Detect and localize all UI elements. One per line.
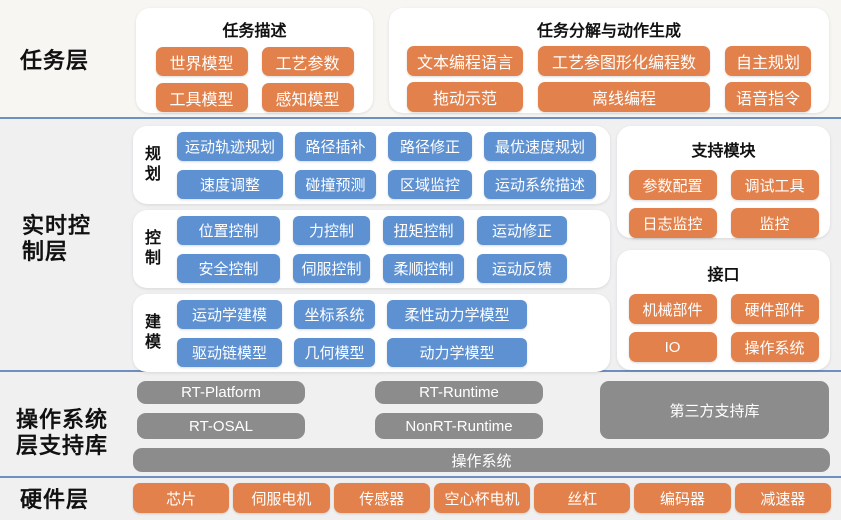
planning-title: 规划 [144,146,161,183]
task-description-title: 任务描述 [222,23,287,40]
layer-label-task: 任务层 [20,48,90,73]
os-box-nonrt-runtime: NonRT-Runtime [375,413,543,439]
layer-label-os-support: 操作系统层支持库 [16,407,109,458]
modeling-box: 坐标系统 [294,299,375,329]
support-box: 监控 [730,208,819,238]
task-gen-box: 离线编程 [538,82,710,112]
os-box-third-party-lib: 第三方支持库 [600,381,829,439]
panel-modeling: 建模 运动学建模 坐标系统 柔性动力学模型 驱动链模型 几何模型 动力学模型 [133,294,610,372]
layer-label-realtime-control: 实时控制层 [22,213,92,264]
panel-task-description: 任务描述 世界模型 工艺参数 工具模型 感知模型 [136,8,373,113]
panel-planning: 规划 运动轨迹规划 路径插补 路径修正 最优速度规划 速度调整 碰撞预测 区域监… [133,126,610,204]
control-box: 扭矩控制 [383,215,464,245]
interface-box: 硬件部件 [730,294,819,324]
modeling-box: 柔性动力学模型 [387,299,527,329]
task-decomposition-grid: 文本编程语言 工艺参图形化编程数 自主规划 拖动示范 离线编程 语音指令 [389,46,829,112]
support-modules-title: 支持模块 [691,143,756,160]
planning-box: 运动轨迹规划 [177,131,283,161]
hw-box: 传感器 [333,483,430,513]
modeling-box: 运动学建模 [177,299,282,329]
hw-box: 芯片 [133,483,230,513]
task-gen-box: 工艺参图形化编程数 [538,46,710,76]
planning-grid: 运动轨迹规划 路径插补 路径修正 最优速度规划 速度调整 碰撞预测 区域监控 运… [177,131,596,199]
support-modules-grid: 参数配置 调试工具 日志监控 监控 [617,170,830,238]
task-desc-box: 世界模型 [155,47,248,76]
hardware-row: 芯片 伺服电机 传感器 空心杯电机 丝杠 编码器 减速器 [133,483,831,513]
os-box-rt-platform: RT-Platform [137,381,305,404]
hw-box: 伺服电机 [233,483,330,513]
support-box: 调试工具 [730,170,819,200]
control-box: 位置控制 [177,215,280,245]
task-gen-box: 语音指令 [725,82,811,112]
modeling-title: 建模 [144,314,161,351]
interface-grid: 机械部件 硬件部件 IO 操作系统 [617,294,830,362]
planning-box: 速度调整 [177,169,283,199]
task-gen-box: 文本编程语言 [407,46,523,76]
task-decomposition-title: 任务分解与动作生成 [536,23,681,40]
os-box-rt-osal: RT-OSAL [137,413,305,439]
planning-box: 路径插补 [295,131,376,161]
planning-box: 路径修正 [388,131,472,161]
interface-box: 机械部件 [628,294,717,324]
layer-divider-1 [0,117,841,119]
modeling-box: 动力学模型 [387,337,527,367]
planning-box: 运动系统描述 [484,169,596,199]
support-box: 参数配置 [628,170,717,200]
task-gen-box: 自主规划 [725,46,811,76]
interface-box: IO [628,332,717,362]
task-desc-box: 工艺参数 [261,47,354,76]
interface-title: 接口 [707,267,740,284]
layer-label-hardware: 硬件层 [20,487,90,512]
support-box: 日志监控 [628,208,717,238]
planning-box: 区域监控 [388,169,472,199]
task-description-grid: 世界模型 工艺参数 工具模型 感知模型 [136,47,373,112]
control-grid: 位置控制 力控制 扭矩控制 运动修正 安全控制 伺服控制 柔顺控制 运动反馈 [177,215,567,283]
control-box: 伺服控制 [293,253,370,283]
modeling-box: 几何模型 [294,337,375,367]
hw-box: 丝杠 [534,483,631,513]
modeling-box: 驱动链模型 [177,337,282,367]
os-box-rt-runtime: RT-Runtime [375,381,543,404]
modeling-grid: 运动学建模 坐标系统 柔性动力学模型 驱动链模型 几何模型 动力学模型 [177,299,527,367]
planning-box: 最优速度规划 [484,131,596,161]
task-desc-box: 工具模型 [155,83,248,112]
interface-box: 操作系统 [730,332,819,362]
panel-support-modules: 支持模块 参数配置 调试工具 日志监控 监控 [617,126,830,238]
control-title: 控制 [144,230,161,267]
panel-task-decomposition: 任务分解与动作生成 文本编程语言 工艺参图形化编程数 自主规划 拖动示范 离线编… [389,8,829,113]
hw-box: 减速器 [734,483,831,513]
control-box: 力控制 [293,215,370,245]
control-box: 运动反馈 [477,253,567,283]
hw-box: 空心杯电机 [433,483,531,513]
control-box: 安全控制 [177,253,280,283]
hw-box: 编码器 [634,483,731,513]
control-box: 柔顺控制 [383,253,464,283]
task-gen-box: 拖动示范 [407,82,523,112]
control-box: 运动修正 [477,215,567,245]
panel-control: 控制 位置控制 力控制 扭矩控制 运动修正 安全控制 伺服控制 柔顺控制 运动反… [133,210,610,288]
task-desc-box: 感知模型 [261,83,354,112]
layer-divider-3 [0,476,841,478]
planning-box: 碰撞预测 [295,169,376,199]
panel-interface: 接口 机械部件 硬件部件 IO 操作系统 [617,250,830,370]
os-box-operating-system: 操作系统 [133,448,830,472]
